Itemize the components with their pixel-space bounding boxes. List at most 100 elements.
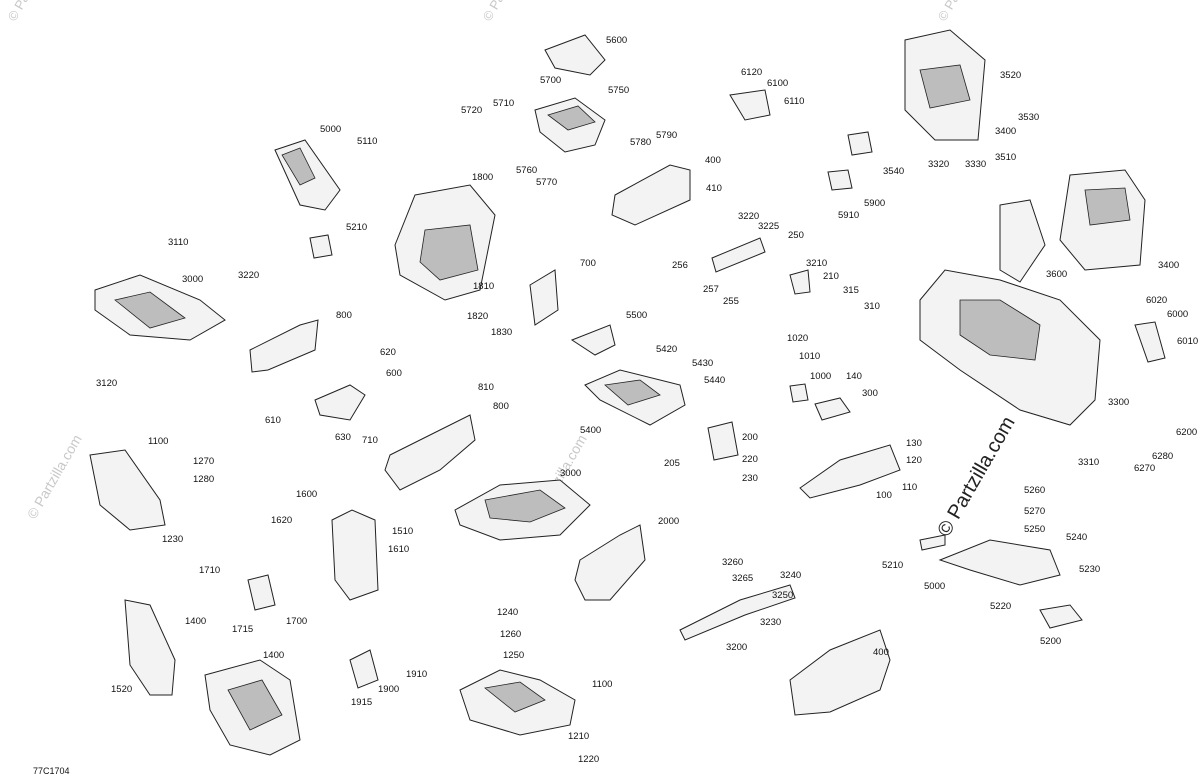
callout-1260: 1260	[500, 629, 521, 640]
callout-5760: 5760	[516, 165, 537, 176]
callout-3400-top: 3400	[995, 126, 1016, 137]
callout-710: 710	[362, 435, 378, 446]
callout-3265: 3265	[732, 573, 753, 584]
callout-1250: 1250	[503, 650, 524, 661]
callout-5260: 5260	[1024, 485, 1045, 496]
callout-1230: 1230	[162, 534, 183, 545]
callout-620: 620	[380, 347, 396, 358]
callout-1010: 1010	[799, 351, 820, 362]
callout-5200: 5200	[1040, 636, 1061, 647]
callout-6100: 6100	[767, 78, 788, 89]
callout-3220-left: 3220	[238, 270, 259, 281]
callout-400-top: 400	[705, 155, 721, 166]
callout-1915: 1915	[351, 697, 372, 708]
callout-1220: 1220	[578, 754, 599, 765]
callout-5270: 5270	[1024, 506, 1045, 517]
callout-5250: 5250	[1024, 524, 1045, 535]
callout-1710: 1710	[199, 565, 220, 576]
callout-800-center: 800	[493, 401, 509, 412]
callout-1520: 1520	[111, 684, 132, 695]
callout-610: 610	[265, 415, 281, 426]
watermark-main: © Partzilla.com	[933, 413, 1019, 541]
watermark-top-1: © Partzilla.com	[5, 0, 62, 24]
callout-5700: 5700	[540, 75, 561, 86]
callout-800-left: 800	[336, 310, 352, 321]
parts	[89, 29, 1166, 756]
callout-5230: 5230	[1079, 564, 1100, 575]
callout-3000-center: 3000	[560, 468, 581, 479]
callout-1800: 1800	[472, 172, 493, 183]
callout-1000: 1000	[810, 371, 831, 382]
callout-5210-right: 5210	[882, 560, 903, 571]
callout-3225: 3225	[758, 221, 779, 232]
callout-400-bottom: 400	[873, 647, 889, 658]
callout-5220: 5220	[990, 601, 1011, 612]
callout-3120: 3120	[96, 378, 117, 389]
callout-5430: 5430	[692, 358, 713, 369]
callout-300: 300	[862, 388, 878, 399]
callout-130: 130	[906, 438, 922, 449]
callout-5240: 5240	[1066, 532, 1087, 543]
callout-410: 410	[706, 183, 722, 194]
callout-5910: 5910	[838, 210, 859, 221]
callout-140: 140	[846, 371, 862, 382]
callout-210: 210	[823, 271, 839, 282]
callout-6270: 6270	[1134, 463, 1155, 474]
callout-1810: 1810	[473, 281, 494, 292]
callout-3520: 3520	[1000, 70, 1021, 81]
callout-600: 600	[386, 368, 402, 379]
callout-5440: 5440	[704, 375, 725, 386]
callout-3230: 3230	[760, 617, 781, 628]
callout-230: 230	[742, 473, 758, 484]
callout-5780: 5780	[630, 137, 651, 148]
callout-1610: 1610	[388, 544, 409, 555]
callout-1210: 1210	[568, 731, 589, 742]
watermark-top-3: © Partzilla.com	[935, 0, 992, 24]
callout-1715: 1715	[232, 624, 253, 635]
callout-1280: 1280	[193, 474, 214, 485]
callout-310: 310	[864, 301, 880, 312]
callout-5000-bottom: 5000	[924, 581, 945, 592]
callout-6280: 6280	[1152, 451, 1173, 462]
callout-200: 200	[742, 432, 758, 443]
callout-6110: 6110	[784, 96, 804, 107]
watermark-mid-1: © Partzilla.com	[24, 432, 85, 522]
callout-6200: 6200	[1176, 427, 1197, 438]
callout-1270: 1270	[193, 456, 214, 467]
callout-3220-mid: 3220	[738, 211, 759, 222]
callout-1910: 1910	[406, 669, 427, 680]
callout-257: 257	[703, 284, 719, 295]
callout-5420: 5420	[656, 344, 677, 355]
callout-700: 700	[580, 258, 596, 269]
callout-5900: 5900	[864, 198, 885, 209]
callout-1820: 1820	[467, 311, 488, 322]
callout-5400: 5400	[580, 425, 601, 436]
callout-3260: 3260	[722, 557, 743, 568]
callout-1830: 1830	[491, 327, 512, 338]
callout-1600: 1600	[296, 489, 317, 500]
callout-1510: 1510	[392, 526, 413, 537]
callout-1020: 1020	[787, 333, 808, 344]
callout-3400-right: 3400	[1158, 260, 1179, 271]
callout-3300: 3300	[1108, 397, 1129, 408]
callout-630: 630	[335, 432, 351, 443]
callout-3600: 3600	[1046, 269, 1067, 280]
callout-5000-top: 5000	[320, 124, 341, 135]
callout-6120: 6120	[741, 67, 762, 78]
callout-5110: 5110	[357, 136, 377, 147]
callout-1240: 1240	[497, 607, 518, 618]
callout-220: 220	[742, 454, 758, 465]
callout-1100-left: 1100	[148, 436, 168, 447]
callout-1900: 1900	[378, 684, 399, 695]
diagram-code: 77C1704	[33, 766, 70, 776]
callout-3330: 3330	[965, 159, 986, 170]
callout-3210: 3210	[806, 258, 827, 269]
callout-1400-left: 1400	[185, 616, 206, 627]
callout-256: 256	[672, 260, 688, 271]
callout-810: 810	[478, 382, 494, 393]
callout-3510: 3510	[995, 152, 1016, 163]
callout-2000: 2000	[658, 516, 679, 527]
callout-255: 255	[723, 296, 739, 307]
callout-5210-top: 5210	[346, 222, 367, 233]
callout-1620: 1620	[271, 515, 292, 526]
